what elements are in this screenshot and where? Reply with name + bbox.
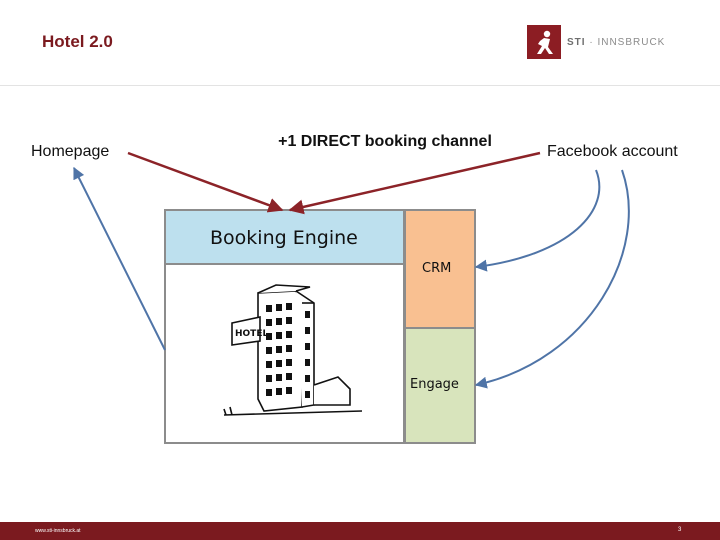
booking-to-homepage-arrow [74,168,165,350]
facebook-to-crm-arrow [476,170,599,267]
footer-url: www.sti-innsbruck.at [35,528,81,534]
footer-bar: www.sti-innsbruck.at 3 [0,522,720,540]
facebook-to-engage-arrow [476,170,629,385]
facebook-to-booking-arrow [290,153,540,210]
homepage-to-booking-arrow [128,153,282,210]
page-number: 3 [678,527,681,533]
